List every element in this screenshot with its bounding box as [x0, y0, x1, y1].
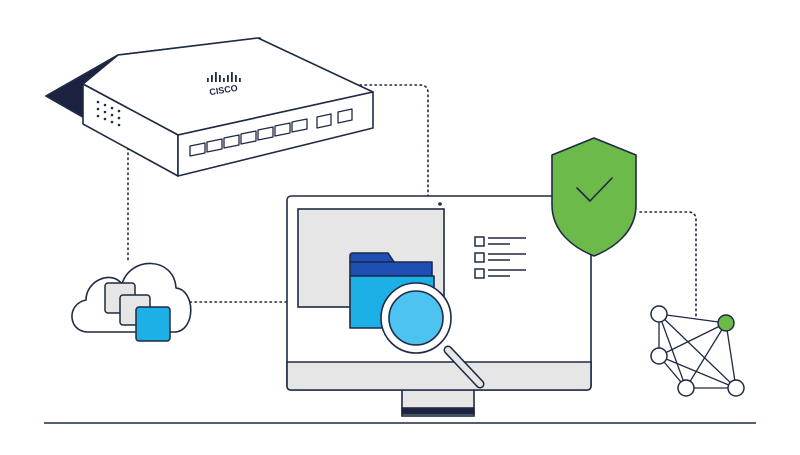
switch-vent-grille — [96, 100, 121, 127]
checklist-icon — [474, 236, 526, 279]
graph-node — [650, 305, 668, 323]
graph-node — [650, 347, 668, 365]
cisco-logo-text: CISCO — [209, 83, 239, 97]
graph-node — [677, 379, 695, 397]
cisco-logo: CISCO — [207, 72, 241, 97]
checkbox-3 — [474, 268, 485, 279]
checkbox-1 — [474, 236, 485, 247]
network-switch-icon: CISCO — [45, 37, 374, 177]
monitor-camera — [438, 202, 442, 206]
cloud-icon — [71, 262, 192, 342]
magnifying-glass-icon — [380, 282, 485, 389]
checkmark-icon — [576, 177, 613, 202]
graph-node — [727, 379, 745, 397]
stack-square-front — [135, 306, 171, 342]
monitor-stand-base — [401, 407, 475, 415]
graph-node-active — [717, 314, 735, 332]
network-graph-icon — [650, 305, 745, 397]
switch-ports — [189, 108, 353, 157]
monitor-chin — [286, 361, 592, 391]
dotted-connectors — [127, 84, 697, 319]
checkbox-2 — [474, 252, 485, 263]
shield-check-icon — [551, 137, 637, 257]
